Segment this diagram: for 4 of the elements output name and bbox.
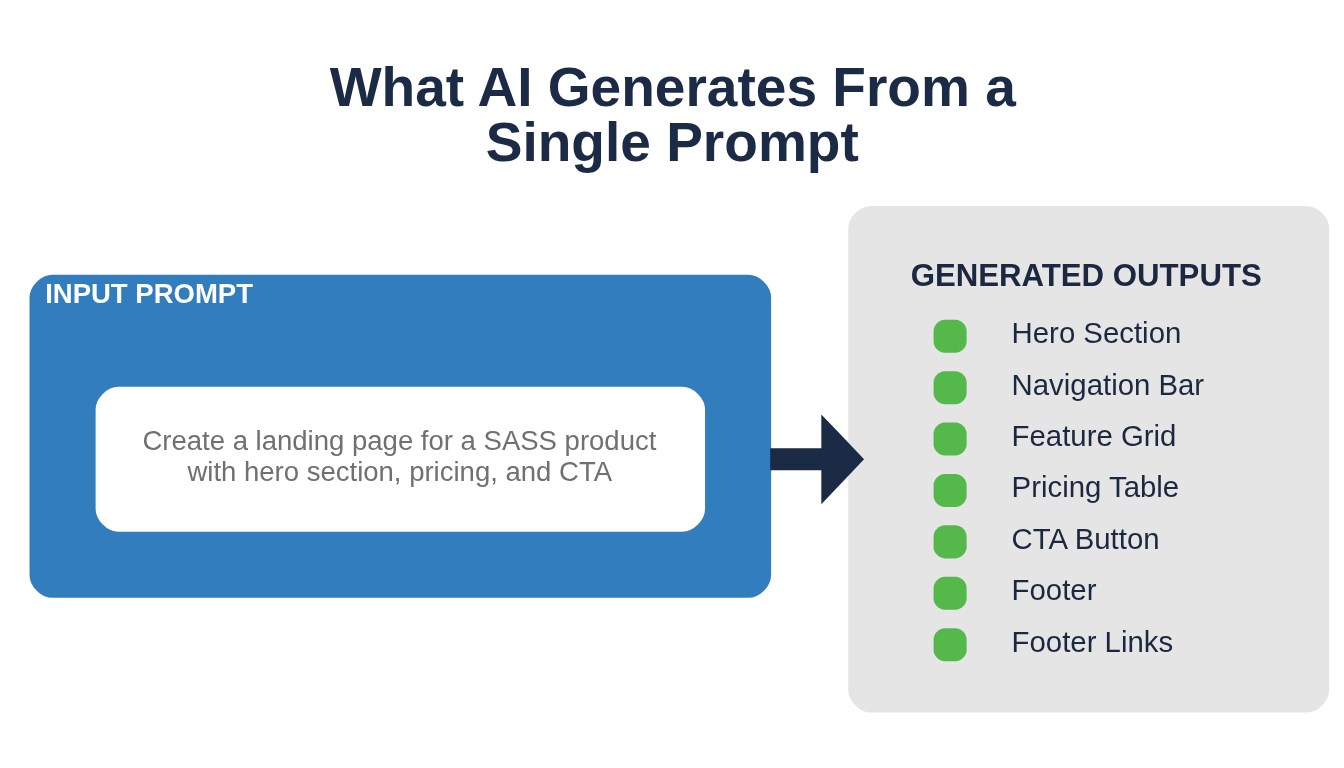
node-box: GENERATED OUTPUTS Hero Section Navigation Bar Feature Grid Pricing Table CTA Button Footer Footer Links (848, 205, 1330, 713)
diagram-title: What AI Generates From a Single Prompt (329, 55, 1016, 173)
node-box: Create a landing page for a SASS product with hero section, pricing, and CTA (95, 386, 706, 532)
arrow (770, 414, 865, 505)
